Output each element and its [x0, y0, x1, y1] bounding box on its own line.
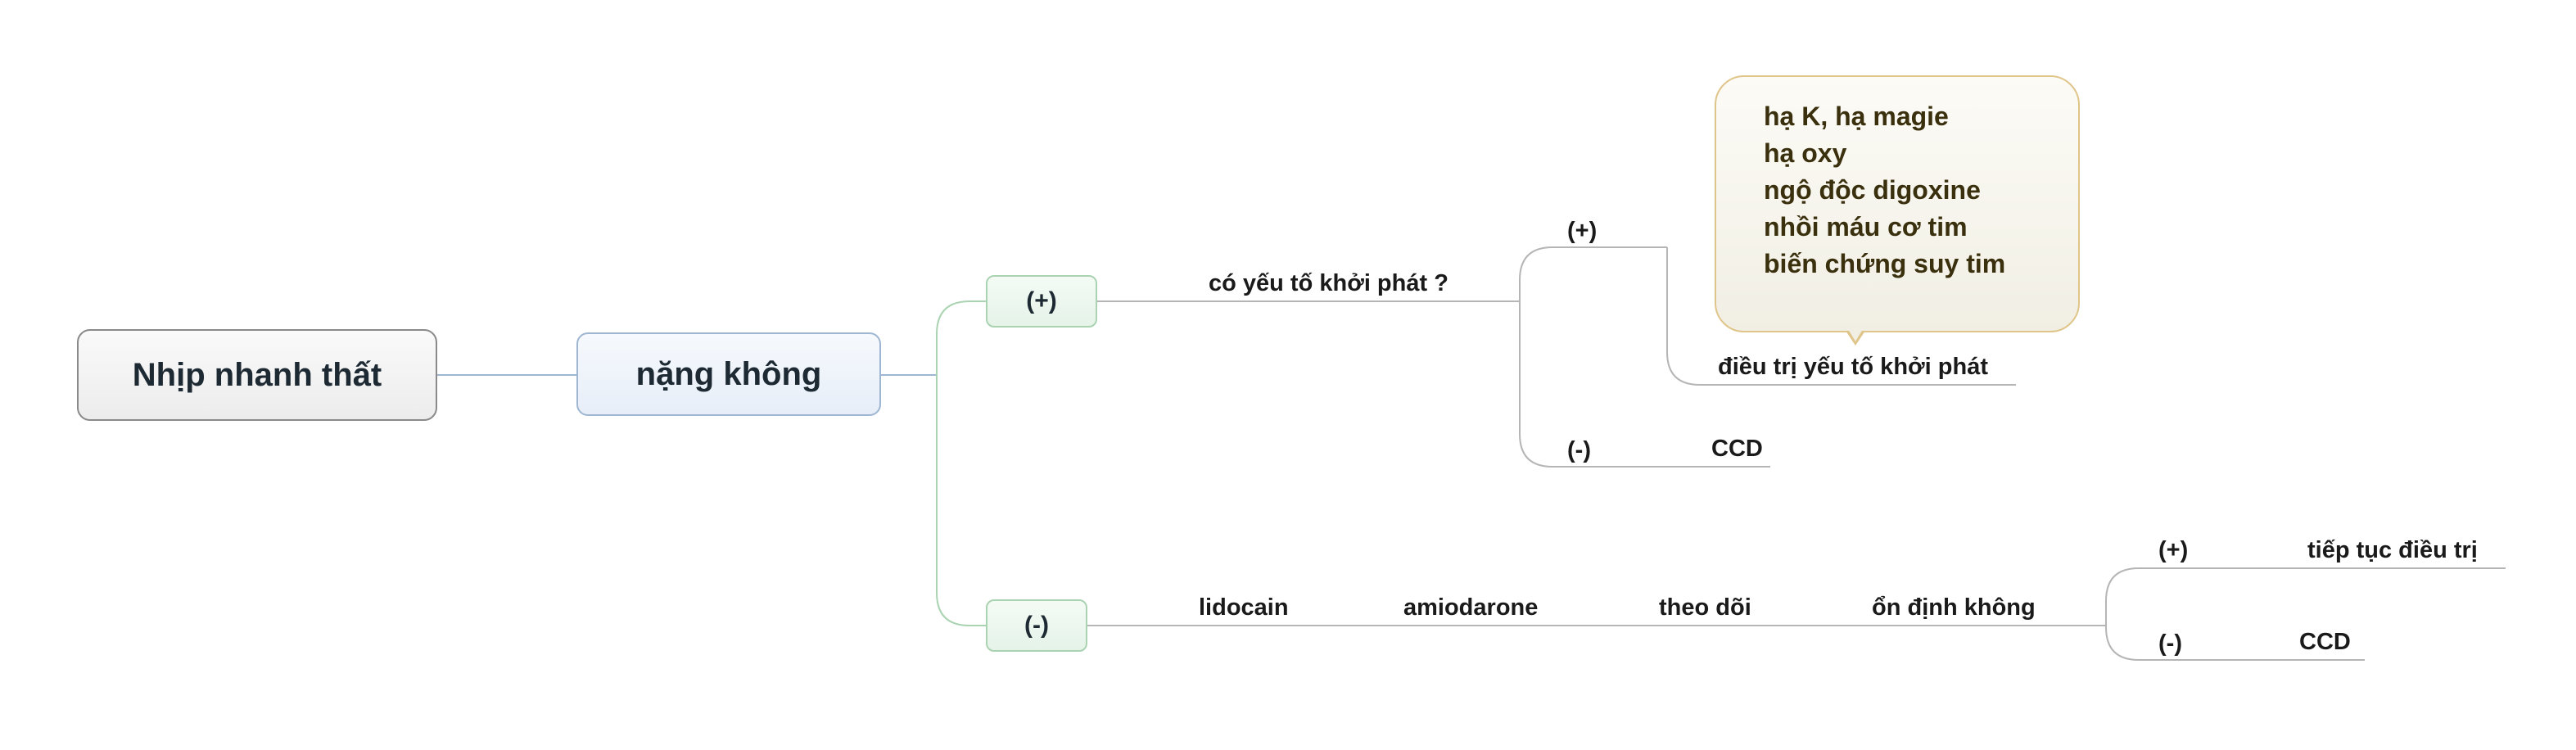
topic-ccd-upper[interactable]: CCD: [1711, 436, 1763, 462]
root-topic[interactable]: Nhịp nhanh thất: [77, 329, 437, 421]
callout-pointer: [1846, 329, 1865, 346]
topic-trigger-no[interactable]: (-): [1567, 437, 1591, 463]
branch-negative[interactable]: (-): [986, 599, 1087, 652]
connector-question-to-yes: [1519, 246, 1667, 301]
main-topic-label: nặng không: [635, 355, 822, 392]
callout-line: hạ oxy: [1764, 138, 1847, 168]
callout-line: nhồi máu cơ tim: [1764, 212, 1968, 242]
main-topic[interactable]: nặng không: [576, 332, 881, 416]
branch-positive[interactable]: (+): [986, 275, 1097, 328]
topic-stable-yes[interactable]: (+): [2158, 537, 2189, 563]
connector-main-to-negative: [936, 375, 986, 626]
topic-ccd-lower[interactable]: CCD: [2299, 629, 2351, 655]
branch-negative-label: (-): [1024, 612, 1049, 639]
topic-step-amiodarone[interactable]: amiodarone: [1403, 594, 1539, 621]
topic-stable-no[interactable]: (-): [2158, 630, 2182, 657]
topic-trigger-question[interactable]: có yếu tố khởi phát ?: [1209, 270, 1448, 296]
connector-main-to-positive: [936, 300, 986, 375]
connector-question-to-no: [1519, 301, 1638, 468]
callout-line: ngộ độc digoxine: [1764, 175, 1981, 205]
connector-stable-to-yes: [2105, 567, 2506, 626]
callout-line: hạ K, hạ magie: [1764, 102, 1949, 131]
topic-continue-treatment[interactable]: tiếp tục điều trị: [2307, 537, 2478, 563]
topic-trigger-yes[interactable]: (+): [1567, 218, 1598, 244]
callout-line: biến chứng suy tim: [1764, 249, 2006, 278]
branch-positive-label: (+): [1026, 287, 1057, 314]
topic-step-lidocain[interactable]: lidocain: [1199, 594, 1289, 621]
topic-treat-trigger[interactable]: điều trị yếu tố khởi phát: [1718, 354, 1988, 380]
topic-step-monitor[interactable]: theo dõi: [1659, 594, 1751, 621]
connector-stable-to-no: [2105, 626, 2365, 661]
connector-yes-to-action: [1666, 247, 2016, 386]
root-topic-label: Nhịp nhanh thất: [132, 356, 382, 393]
callout-trigger-causes[interactable]: hạ K, hạ magie hạ oxy ngộ độc digoxine n…: [1715, 75, 2080, 332]
topic-step-stable-question[interactable]: ổn định không: [1872, 594, 2036, 621]
